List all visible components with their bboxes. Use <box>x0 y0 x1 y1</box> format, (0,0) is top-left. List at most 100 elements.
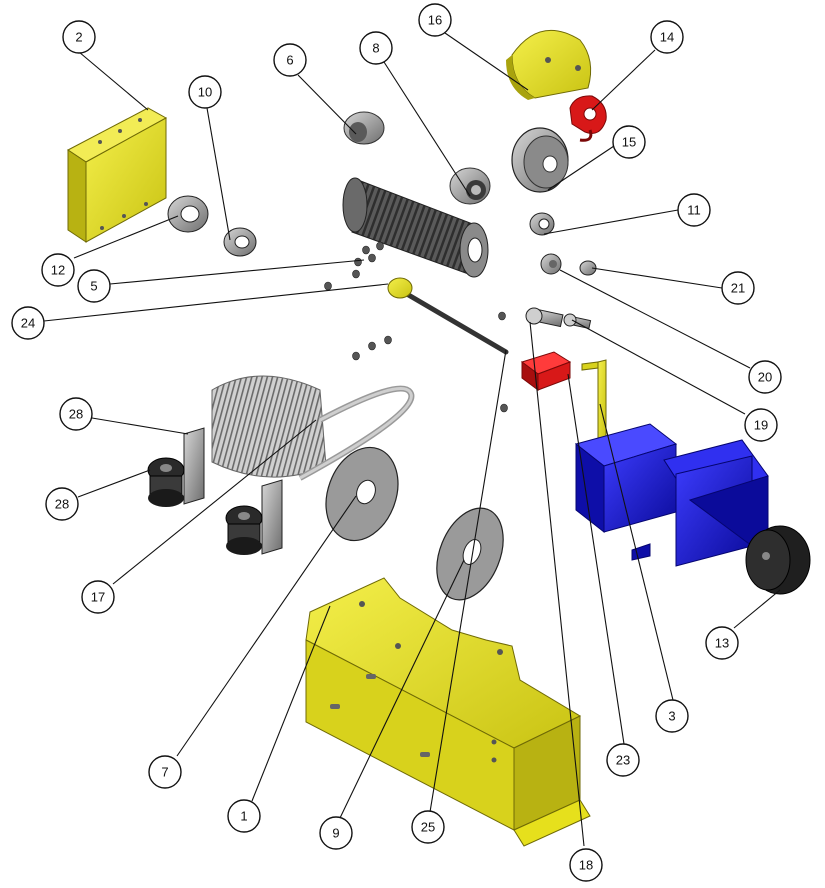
leader-3 <box>599 403 674 701</box>
callout-8-label: 8 <box>372 41 379 56</box>
leader-1 <box>251 605 331 802</box>
callout-21: 21 <box>721 271 755 305</box>
callout-28b: 28 <box>45 487 79 521</box>
leader-25 <box>429 349 507 813</box>
callout-15: 15 <box>612 125 646 159</box>
callout-28b-label: 28 <box>55 497 69 512</box>
part-enclosure-bracket <box>67 107 168 243</box>
part-coil-spring <box>211 375 415 481</box>
leader-18 <box>529 321 585 847</box>
callout-7-label: 7 <box>161 765 168 780</box>
leader-24 <box>43 283 389 322</box>
leader-16 <box>444 32 529 91</box>
callout-24: 24 <box>11 306 45 340</box>
part-motor-end-cap <box>745 525 811 595</box>
callout-5: 5 <box>77 269 111 303</box>
callout-9-label: 9 <box>332 826 339 841</box>
callout-19-label: 19 <box>754 418 768 433</box>
leader-13 <box>733 589 781 629</box>
part-base-frame <box>305 577 591 847</box>
callout-10-label: 10 <box>198 85 212 100</box>
callout-3: 3 <box>655 699 689 733</box>
part-threaded-drum <box>342 177 489 278</box>
leader-23 <box>567 373 625 745</box>
callout-13: 13 <box>705 626 739 660</box>
callout-19: 19 <box>744 408 778 442</box>
leader-6 <box>297 74 357 135</box>
leader-5 <box>109 259 365 285</box>
callout-18-label: 18 <box>579 858 593 873</box>
callout-11-label: 11 <box>687 203 701 218</box>
part-shaft-collar <box>387 277 413 299</box>
callout-23: 23 <box>606 743 640 777</box>
leader-20 <box>559 269 751 369</box>
callout-18: 18 <box>569 848 603 882</box>
callout-2-label: 2 <box>75 30 82 45</box>
callout-21-label: 21 <box>731 281 745 296</box>
part-flange-plate <box>436 507 504 601</box>
leader-28a <box>91 417 189 435</box>
leader-19 <box>571 319 746 415</box>
callout-16: 16 <box>418 3 452 37</box>
callout-17: 17 <box>81 580 115 614</box>
part-screws <box>324 241 508 413</box>
part-nut-21 <box>579 260 597 276</box>
callout-2: 2 <box>62 20 96 54</box>
part-bushing <box>449 167 491 205</box>
leader-10 <box>206 107 231 241</box>
callout-16-label: 16 <box>428 13 442 28</box>
part-nut-20 <box>540 253 562 275</box>
callouts: 2 16 14 6 8 10 15 11 12 5 21 24 20 19 28… <box>11 3 782 882</box>
part-limit-switch <box>520 351 572 391</box>
leader-7 <box>176 495 357 757</box>
part-bearing-11 <box>529 212 555 236</box>
callout-1: 1 <box>227 799 261 833</box>
callout-20: 20 <box>748 360 782 394</box>
callout-23-label: 23 <box>616 753 630 768</box>
leader-8 <box>383 61 471 197</box>
callout-12-label: 12 <box>51 263 65 278</box>
leader-lines <box>43 32 781 847</box>
leader-17 <box>112 419 317 585</box>
callout-14-label: 14 <box>660 30 674 45</box>
callout-10: 10 <box>188 75 222 109</box>
callout-13-label: 13 <box>715 636 729 651</box>
part-vibration-mount-1 <box>147 427 205 507</box>
part-gear-motor <box>574 423 769 567</box>
callout-1-label: 1 <box>240 809 247 824</box>
part-bearing-12 <box>167 195 209 233</box>
callout-9: 9 <box>319 816 353 850</box>
callout-8: 8 <box>359 31 393 65</box>
callout-17-label: 17 <box>91 590 105 605</box>
callout-11: 11 <box>677 193 711 227</box>
callout-25: 25 <box>411 810 445 844</box>
callout-20-label: 20 <box>758 370 772 385</box>
leader-9 <box>339 559 465 819</box>
callout-7: 7 <box>148 755 182 789</box>
leader-2 <box>78 51 149 111</box>
callout-28a-label: 28 <box>69 407 83 422</box>
part-cam-cover <box>506 29 592 100</box>
part-bolt <box>525 307 592 330</box>
part-hook-clip <box>569 95 607 142</box>
part-long-shaft <box>397 287 509 355</box>
callout-14: 14 <box>650 20 684 54</box>
part-end-cap <box>343 111 385 145</box>
leader-14 <box>591 49 656 111</box>
callout-6: 6 <box>273 43 307 77</box>
part-motor-bracket <box>581 359 607 445</box>
callout-3-label: 3 <box>668 709 675 724</box>
leader-11 <box>543 209 679 235</box>
callout-25-label: 25 <box>421 820 435 835</box>
callout-15-label: 15 <box>622 135 636 150</box>
part-vibration-mount-2 <box>225 479 283 555</box>
leader-28b <box>77 469 151 498</box>
leader-15 <box>547 145 615 191</box>
leader-21 <box>591 267 723 289</box>
part-pulley <box>511 127 569 193</box>
part-bearing-10 <box>223 227 257 257</box>
part-spring-plate <box>325 446 399 542</box>
callout-6-label: 6 <box>286 53 293 68</box>
leader-12 <box>73 215 179 259</box>
